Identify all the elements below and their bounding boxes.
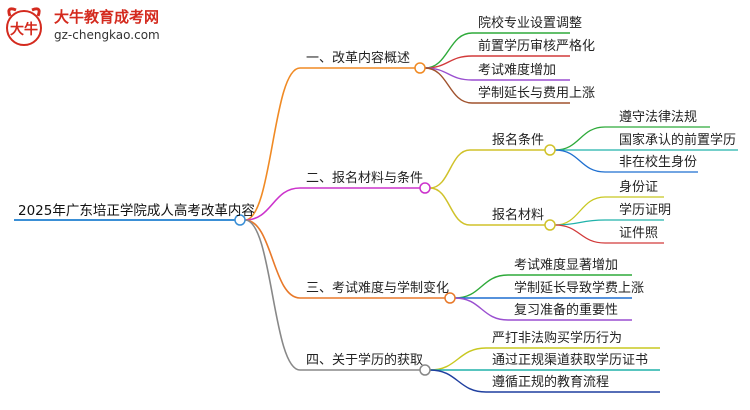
bull-logo-icon: 大牛	[6, 7, 42, 46]
branch-node-2[interactable]	[419, 182, 431, 194]
sub-edge-1	[429, 149, 471, 189]
sub-label-2: 报名材料	[492, 208, 545, 223]
leaf-label-4-3: 遵循正规的教育流程	[492, 375, 610, 390]
subleaf-label-1-2: 国家承认的前置学历	[619, 133, 737, 148]
branch-label-1: 一、改革内容概述	[306, 51, 411, 66]
leaf-label-3-2: 学制延长导致学费上涨	[514, 281, 645, 296]
branch-edge-2	[244, 187, 301, 221]
branch-edge-3	[244, 219, 301, 299]
subleaf-edge-2-3	[554, 224, 606, 244]
brand-logo: 大牛 大牛教育成考网 gz-chengkao.com	[2, 2, 172, 52]
branch-node-4[interactable]	[419, 364, 431, 376]
branch-label-3: 三、考试难度与学制变化	[306, 281, 450, 296]
subleaf-label-2-1: 身份证	[619, 180, 659, 195]
root-label: 2025年广东培正学院成人高考改革内容	[18, 203, 255, 219]
root-node[interactable]	[234, 214, 246, 226]
branch-label-4: 四、关于学历的获取	[306, 353, 424, 368]
sub-label-1: 报名条件	[492, 133, 545, 148]
branch-edge-4	[244, 219, 301, 371]
subleaf-label-1-1: 遵守法律法规	[619, 110, 698, 125]
branch-edge-1	[244, 67, 301, 221]
brand-name: 大牛教育成考网	[54, 8, 160, 26]
sub-edge-2	[429, 187, 471, 226]
leaf-edge-4-1	[429, 347, 487, 371]
leaf-label-4-2: 通过正规渠道获取学历证书	[492, 353, 649, 368]
subleaf-edge-1-3	[554, 149, 606, 173]
leaf-label-1-3: 考试难度增加	[478, 63, 557, 78]
leaf-edge-4-3	[429, 369, 487, 393]
sub-node-2[interactable]	[544, 219, 556, 231]
leaf-edge-1-4	[424, 67, 473, 104]
branch-label-2: 二、报名材料与条件	[306, 171, 424, 186]
leaf-edge-3-1	[454, 274, 509, 299]
leaf-label-1-1: 院校专业设置调整	[478, 16, 583, 31]
branch-node-3[interactable]	[444, 292, 456, 304]
leaf-label-3-3: 复习准备的重要性	[514, 303, 619, 318]
leaf-label-1-2: 前置学历审核严格化	[478, 39, 596, 54]
branch-node-1[interactable]	[414, 62, 426, 74]
sub-node-1[interactable]	[544, 144, 556, 156]
leaf-label-4-1: 严打非法购买学历行为	[492, 331, 623, 346]
subleaf-label-2-3: 证件照	[619, 226, 659, 241]
leaf-label-3-1: 考试难度显著增加	[514, 258, 619, 273]
subleaf-label-1-3: 非在校生身份	[619, 155, 698, 170]
logo-text: 大牛	[10, 21, 38, 38]
subleaf-edge-2-2	[554, 219, 606, 226]
subleaf-edge-1-1	[554, 126, 606, 151]
brand-url: gz-chengkao.com	[54, 28, 160, 42]
leaf-edge-3-3	[454, 297, 509, 321]
leaf-label-1-4: 学制延长与费用上涨	[478, 86, 596, 101]
subleaf-label-2-2: 学历证明	[619, 203, 672, 218]
